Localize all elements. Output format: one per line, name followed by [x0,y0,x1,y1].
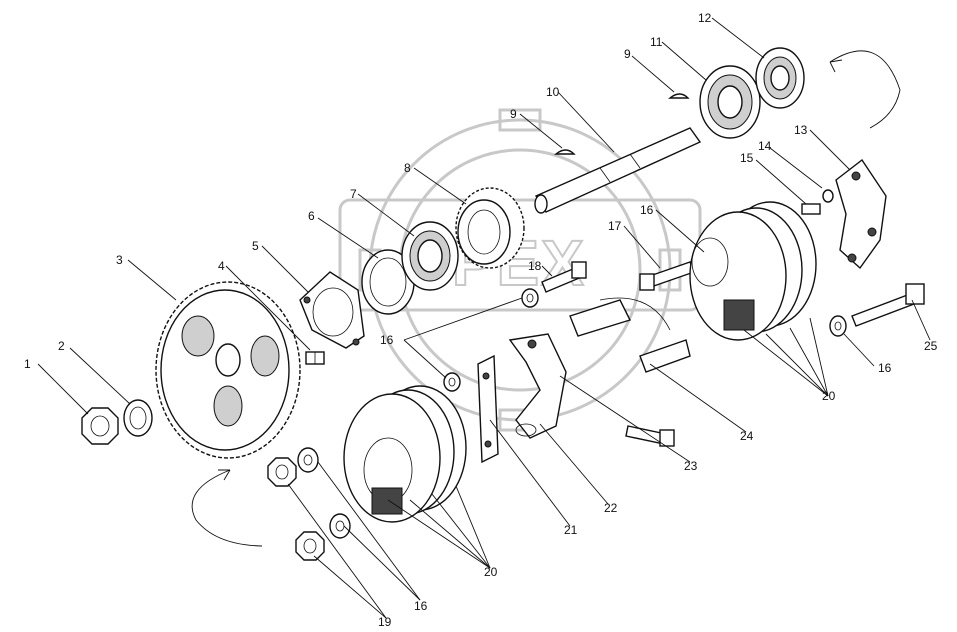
leader-lines [37,17,931,619]
label-25: 25 [924,339,938,353]
part-bolt-17 [639,261,695,291]
label-16b: 16 [380,333,394,347]
part-bolt-18 [541,261,587,293]
part-washer-16a [521,288,539,308]
part-key-1 [554,149,576,155]
rotation-arrow-bottom [191,469,263,547]
label-15: 15 [740,151,754,165]
part-roller-cage [455,187,525,269]
label-20a: 20 [822,389,836,403]
label-16d: 16 [414,599,428,613]
part-washer-16b [443,372,461,392]
callout-labels: 1 2 3 4 5 6 7 8 9 9 10 11 12 13 14 15 16… [24,11,938,629]
part-washer-16e [329,513,351,539]
label-20b: 20 [484,565,498,579]
part-washer-16d [297,447,319,473]
part-washer-16c [829,315,847,337]
part-ball-bearing-small [755,47,805,109]
part-ball-bearing [699,65,761,139]
part-lever [508,333,567,439]
label-12: 12 [698,11,712,25]
label-5: 5 [252,239,259,253]
label-21: 21 [564,523,578,537]
part-nut-19b [295,531,325,561]
label-14: 14 [758,139,772,153]
label-10: 10 [546,85,560,99]
label-22: 22 [604,501,618,515]
label-11: 11 [650,35,663,49]
part-needle-bearing [401,221,459,291]
label-9a: 9 [510,107,517,121]
label-18: 18 [528,259,542,273]
rotation-arrow-top [829,50,901,129]
part-key-2 [668,93,690,99]
label-16a: 16 [640,203,654,217]
part-nut-19a [267,457,297,487]
part-gear [155,281,301,459]
part-nut [81,407,119,445]
part-roller-pin [569,297,691,373]
part-plate [477,354,499,464]
part-disc-pack-right [689,201,817,341]
part-bracket [835,158,887,270]
label-8: 8 [404,161,411,175]
label-17: 17 [608,219,622,233]
label-1: 1 [24,357,31,371]
label-19: 19 [378,615,392,629]
label-2: 2 [58,339,65,353]
part-small-bolt [305,351,325,365]
label-24: 24 [740,429,754,443]
label-23: 23 [684,459,698,473]
label-9b: 9 [624,47,631,61]
part-washer-14 [822,189,834,203]
label-16c: 16 [878,361,892,375]
label-7: 7 [350,187,357,201]
part-flange [299,271,365,349]
part-shaft [534,127,702,214]
label-13: 13 [794,123,808,137]
part-bolt-15 [801,203,821,215]
part-lock-washer [123,399,153,437]
label-6: 6 [308,209,315,223]
label-4: 4 [218,259,225,273]
part-disc-pack-left [343,385,467,523]
label-3: 3 [116,253,123,267]
part-bolt-25 [851,283,925,327]
